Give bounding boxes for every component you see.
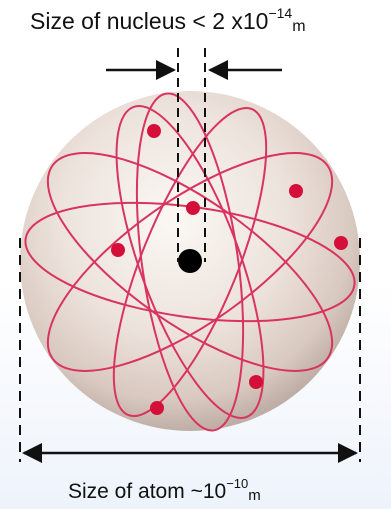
atom-size-text: Size of atom [68,480,185,503]
electron [334,236,348,250]
atom-size-exponent: −10 [226,476,248,491]
atom-size-unit: m [248,487,261,504]
electron [150,401,164,415]
electron [147,124,161,138]
atom-size-label: Size of atom ~10−10m [68,480,378,504]
electron [289,184,303,198]
electron [111,243,125,257]
electron [186,201,200,215]
nucleus [178,249,202,273]
electron [249,375,263,389]
atom-size-relation: ~10 [191,480,227,503]
